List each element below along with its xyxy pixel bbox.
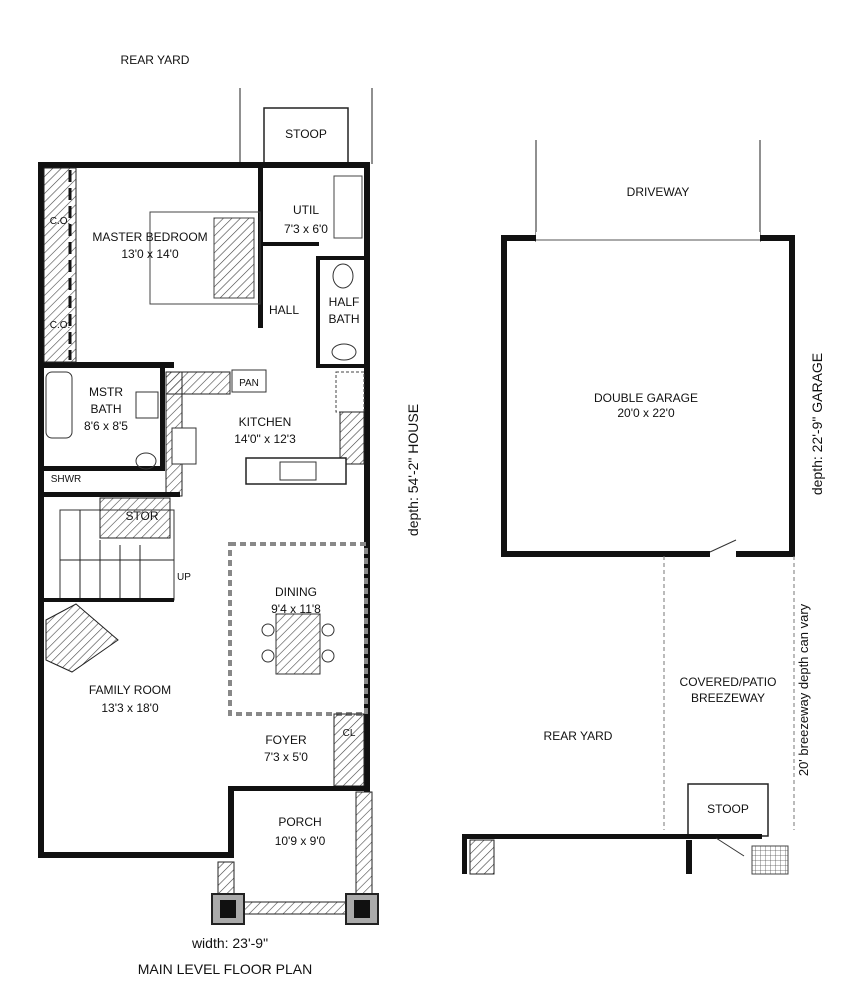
hall-label: HALL (269, 303, 299, 317)
master-bedroom-name: MASTER BEDROOM (92, 230, 207, 244)
wall-half-bath-bottom (316, 364, 366, 368)
util-size: 7'3 x 6'0 (284, 222, 328, 236)
foyer-size: 7'3 x 5'0 (264, 750, 308, 764)
wall-foyer-bottom (234, 786, 370, 791)
wall-stair-bottom (44, 598, 174, 602)
house-width-label: width: 23'-9" (191, 935, 268, 951)
storage-closet (99, 497, 171, 539)
dining-name: DINING (275, 585, 317, 599)
util-appliances (333, 175, 363, 239)
mstr-bath-size: 8'6 x 8'5 (84, 419, 128, 433)
garage-depth-label: depth: 22'-9" GARAGE (809, 353, 825, 495)
kitchen-name: KITCHEN (239, 415, 292, 429)
garage-plan: DRIVEWAY DOUBLE GARAGE 20'0 x 22'0 depth… (462, 140, 825, 875)
family-room-name: FAMILY ROOM (89, 683, 171, 697)
porch-rail-right (355, 791, 373, 897)
stoop-label: STOOP (285, 127, 327, 141)
house-depth-label: depth: 54'-2" HOUSE (405, 404, 421, 536)
storage-label: STOR (125, 509, 158, 523)
half-bath-line1: HALF (329, 295, 360, 309)
fridge (335, 371, 365, 413)
wall-half-bath-left (316, 256, 320, 366)
porch-column-left-core (220, 900, 236, 918)
plan-title: MAIN LEVEL FLOOR PLAN (138, 961, 313, 977)
bed-pillows (213, 217, 255, 299)
mstr-bath-sink (135, 391, 159, 419)
kitchen-size: 14'0" x 12'3 (234, 432, 296, 446)
partial-house-wall-left (462, 834, 467, 874)
porch-step (243, 901, 347, 915)
half-bath-toilet (332, 263, 354, 289)
family-room-size: 13'3 x 18'0 (101, 701, 159, 715)
pantry-label: PAN (239, 378, 259, 389)
driveway-label: DRIVEWAY (627, 185, 690, 199)
dining-chair-3 (321, 623, 335, 637)
bathtub (45, 371, 73, 439)
stair-up-label: UP (177, 572, 191, 583)
wall-bedroom-bottom (44, 362, 174, 368)
breezeway-line1: COVERED/PATIO (680, 675, 777, 689)
half-bath-line2: BATH (328, 312, 359, 326)
porch-rail-left (217, 861, 235, 897)
wall-util-bottom (263, 242, 319, 246)
wall-mstr-bath-right (160, 368, 165, 471)
garage-door-opening (536, 232, 760, 242)
house-plan: REAR YARD STOOP C.O. C.O. MASTER BEDROOM… (38, 53, 421, 977)
dining-boundary (228, 542, 368, 716)
dining-table (275, 613, 321, 675)
partial-house-wall (462, 834, 762, 839)
master-bedroom-size: 13'0 x 14'0 (121, 247, 179, 261)
coat-closet-label: CL (343, 728, 356, 739)
wall-left (38, 162, 44, 858)
closet-label-2: C.O. (50, 320, 71, 331)
wall-porch-left (228, 786, 234, 858)
dining-chair-2 (261, 649, 275, 663)
porch-name: PORCH (278, 815, 321, 829)
kitchen-counter-right (339, 411, 365, 465)
half-bath-sink (331, 343, 357, 361)
breezeway-line2: BREEZEWAY (691, 691, 765, 705)
partial-house-wall-right (686, 840, 692, 874)
partial-house-appliance (751, 845, 789, 875)
partial-house-door (715, 837, 745, 857)
garage-side-door-gap (710, 550, 736, 558)
bed-outline (149, 211, 261, 305)
fireplace (45, 603, 119, 673)
kitchen-stove (171, 427, 197, 465)
porch-size: 10'9 x 9'0 (275, 834, 326, 848)
rear-yard-label: REAR YARD (121, 53, 190, 67)
coat-closet (333, 713, 365, 787)
wall-top (38, 162, 368, 168)
kitchen-sink (279, 461, 317, 481)
garage-size: 20'0 x 22'0 (617, 406, 675, 420)
garage-stoop-label: STOOP (707, 802, 749, 816)
wall-half-bath-top (316, 256, 366, 260)
breezeway-note: 20' breezeway depth can vary (796, 603, 811, 776)
mstr-bath-line2: BATH (90, 402, 121, 416)
garage-side-door (709, 539, 737, 553)
mstr-bath-toilet (135, 452, 157, 470)
wall-bottom (38, 852, 234, 858)
dining-size: 9'4 x 11'8 (271, 602, 321, 616)
shower-label: SHWR (51, 474, 82, 485)
closet-label-1: C.O. (50, 216, 71, 227)
pantry-box (231, 369, 267, 393)
util-name: UTIL (293, 203, 319, 217)
porch-column-right-core (354, 900, 370, 918)
garage-rear-yard-label: REAR YARD (544, 729, 613, 743)
dining-chair-1 (261, 623, 275, 637)
wall-mstr-bath-bottom (44, 466, 164, 471)
mstr-bath-line1: MSTR (89, 385, 123, 399)
dining-chair-4 (321, 649, 335, 663)
foyer-name: FOYER (265, 733, 307, 747)
wall-right (364, 162, 370, 792)
garage-name: DOUBLE GARAGE (594, 391, 698, 405)
wall-stair-top (44, 492, 180, 497)
partial-house-closet (469, 839, 495, 875)
